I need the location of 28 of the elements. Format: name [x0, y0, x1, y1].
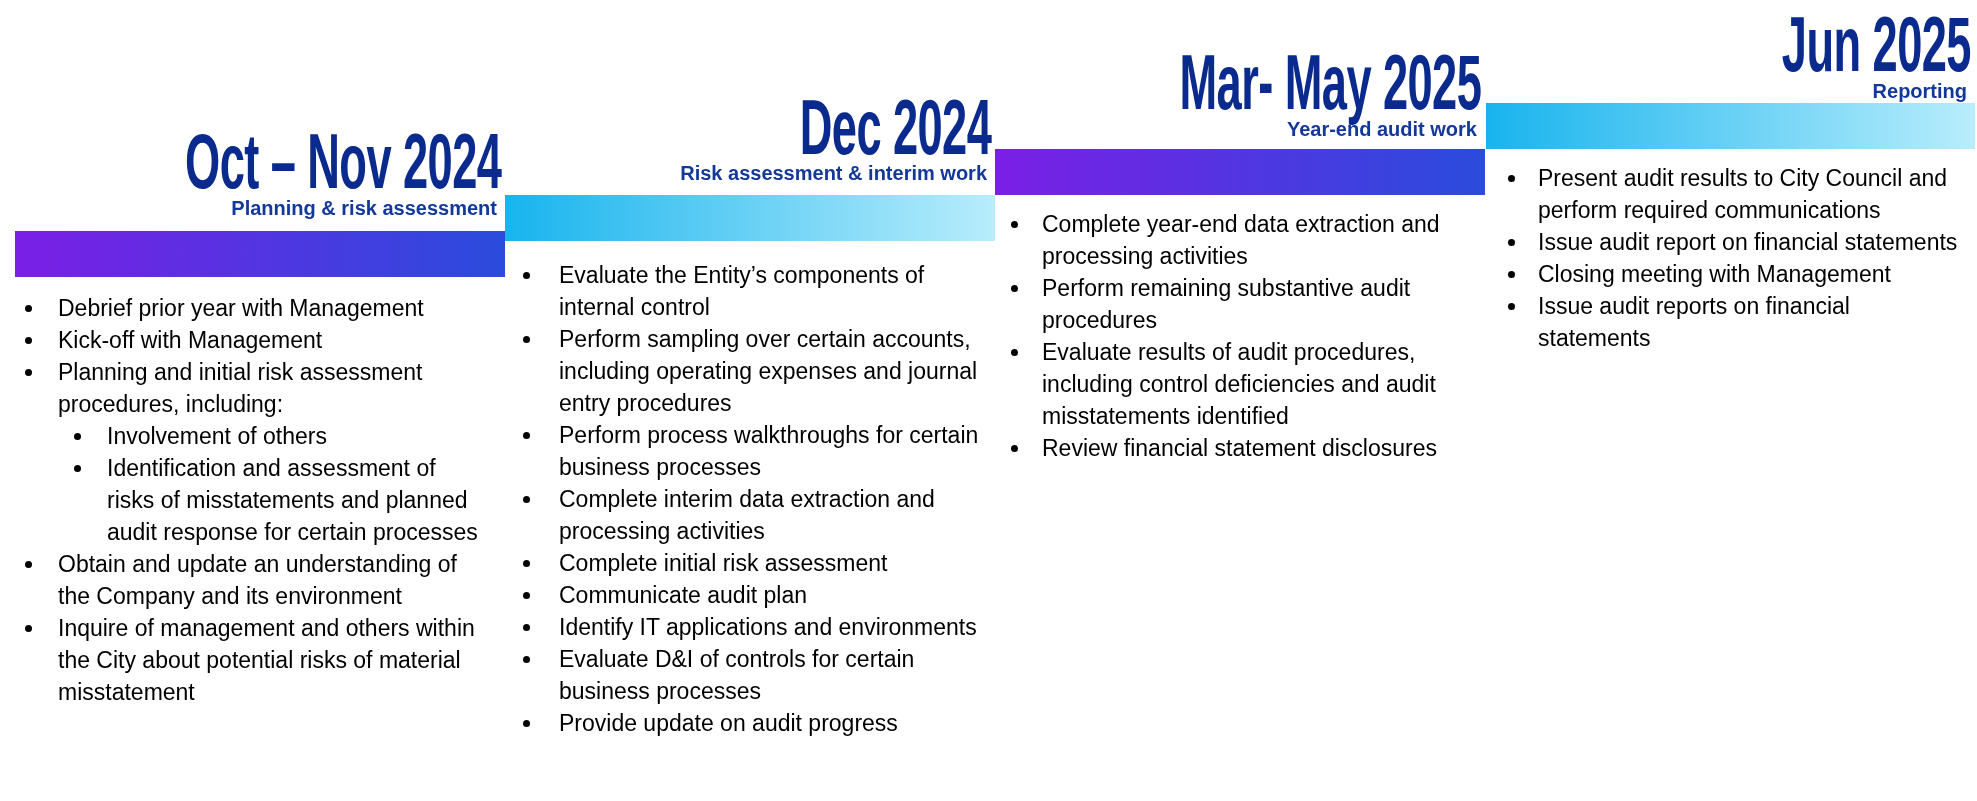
- timeline-bar: [15, 231, 505, 277]
- bullet-text: Evaluate D&I of controls for certain business processes: [559, 645, 916, 706]
- bullet-text: Identification and assessment of risks of misstatements and planned audit response for certain processes: [107, 454, 479, 547]
- bullet-text: Debrief prior year with Management: [58, 294, 425, 323]
- bullet-text: Involvement of others: [107, 422, 328, 451]
- timeline-bar: [505, 195, 995, 241]
- bullet-text: Perform remaining substantive audit procedures: [1042, 274, 1412, 335]
- bullet-text: Inquire of management and others within the City about potential risks of material misstatement: [58, 614, 476, 707]
- bullet-text: Issue audit reports on financial statements: [1538, 292, 1851, 353]
- bullet-text: Identify IT applications and environments: [559, 613, 978, 642]
- bullet-text: Planning and initial risk assessment procedures, including:: [58, 358, 424, 419]
- bullet-text: Perform process walkthroughs for certain business processes: [559, 421, 980, 482]
- bullet-text: Evaluate results of audit procedures, including control deficiencies and audit misstatements identified: [1042, 338, 1437, 431]
- bullet-text: Evaluate the Entity’s components of internal control: [559, 261, 926, 322]
- bullet-text: Perform sampling over certain accounts, including operating expenses and journal entry procedures: [559, 325, 979, 418]
- bullet-text: Communicate audit plan: [559, 581, 809, 610]
- bullet-text: Present audit results to City Council and perform required communications: [1538, 164, 1949, 225]
- bullet-text: Review financial statement disclosures: [1042, 434, 1438, 463]
- bullet-text: Complete initial risk assessment: [559, 549, 889, 578]
- timeline-bar: [995, 149, 1485, 195]
- bullet-text: Obtain and update an understanding of the Company and its environment: [58, 550, 458, 611]
- bullet-text: Issue audit report on financial statements: [1538, 228, 1959, 257]
- bullet-text: Complete interim data extraction and processing activities: [559, 485, 936, 546]
- bullet-text: Complete year-end data extraction and processing activities: [1042, 210, 1441, 271]
- timeline-bar: [1486, 103, 1975, 149]
- bullet-text: Provide update on audit progress: [559, 709, 899, 738]
- bullet-text: Kick-off with Management: [58, 326, 324, 355]
- bullet-text: Closing meeting with Management: [1538, 260, 1892, 289]
